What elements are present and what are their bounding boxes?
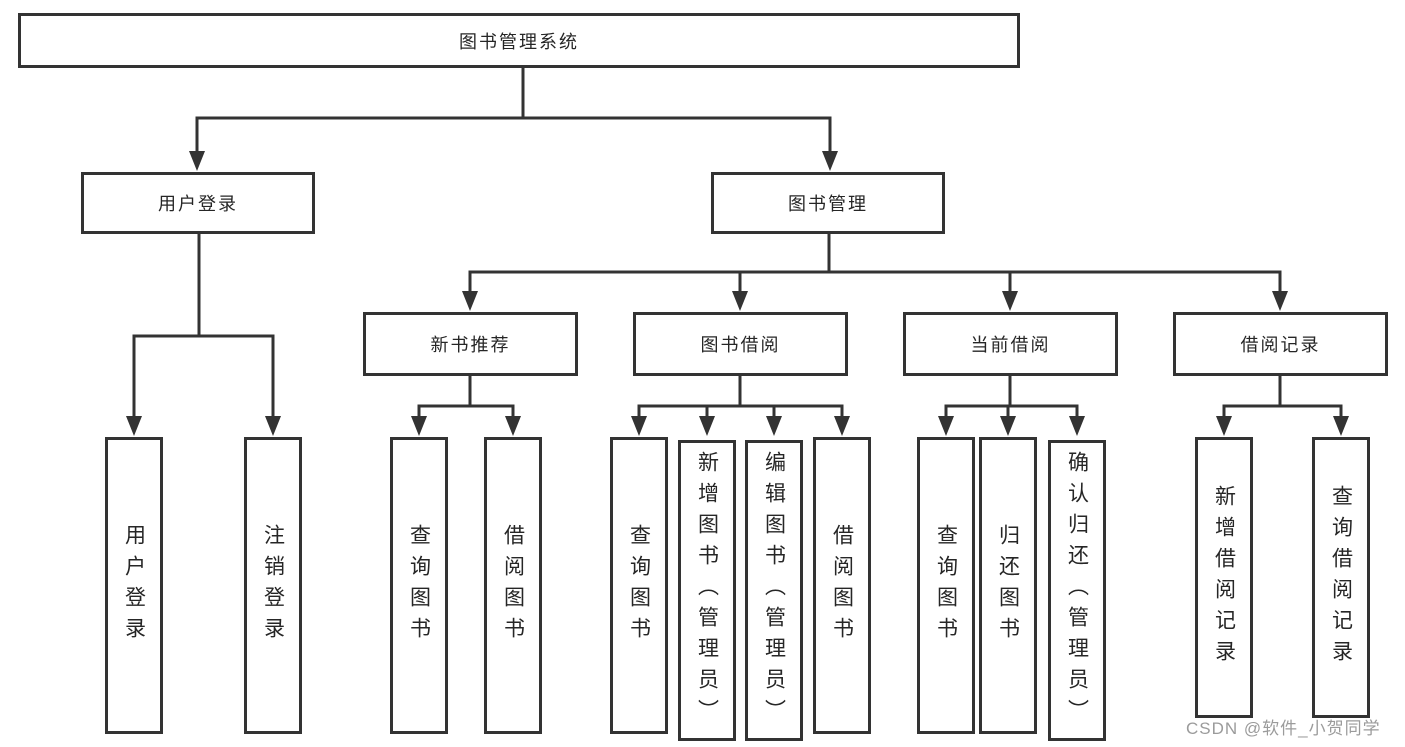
node-leaf-logout: 注销登录 xyxy=(244,437,302,734)
node-user-login: 用户登录 xyxy=(81,172,315,234)
node-borrowing-records-label: 借阅记录 xyxy=(1240,335,1321,355)
node-leaf-borrow-book-2: 借阅图书 xyxy=(813,437,871,734)
node-leaf-query-borrow-record: 查询借阅记录 xyxy=(1312,437,1370,718)
node-leaf-query-book-1: 查询图书 xyxy=(390,437,448,734)
node-leaf-confirm-return-admin-label: 确认归还（管理员） xyxy=(1065,451,1089,730)
node-book-borrowing: 图书借阅 xyxy=(633,312,848,376)
node-user-login-label: 用户登录 xyxy=(158,194,238,214)
node-new-book-recommend: 新书推荐 xyxy=(363,312,578,376)
node-leaf-confirm-return-admin: 确认归还（管理员） xyxy=(1048,440,1106,741)
node-book-borrowing-label: 图书借阅 xyxy=(700,335,781,355)
node-leaf-query-borrow-record-label: 查询借阅记录 xyxy=(1329,484,1353,671)
node-leaf-add-book-admin-label: 新增图书（管理员） xyxy=(695,451,719,730)
node-leaf-borrow-book-1: 借阅图书 xyxy=(484,437,542,734)
arrowheads xyxy=(126,151,1349,436)
node-leaf-query-book-3: 查询图书 xyxy=(917,437,975,734)
node-leaf-user-login-label: 用户登录 xyxy=(122,523,146,648)
node-book-management-label: 图书管理 xyxy=(788,194,868,214)
node-book-management: 图书管理 xyxy=(711,172,945,234)
node-root: 图书管理系统 xyxy=(18,13,1020,68)
node-leaf-query-book-2: 查询图书 xyxy=(610,437,668,734)
node-leaf-add-borrow-record-label: 新增借阅记录 xyxy=(1212,484,1236,671)
node-leaf-borrow-book-2-label: 借阅图书 xyxy=(830,523,854,648)
watermark: CSDN @软件_小贺同学 xyxy=(1186,719,1381,738)
node-leaf-return-book: 归还图书 xyxy=(979,437,1037,734)
node-leaf-user-login: 用户登录 xyxy=(105,437,163,734)
node-leaf-query-book-1-label: 查询图书 xyxy=(407,523,431,648)
node-leaf-query-book-2-label: 查询图书 xyxy=(627,523,651,648)
node-leaf-edit-book-admin-label: 编辑图书（管理员） xyxy=(762,451,786,730)
node-current-borrowing: 当前借阅 xyxy=(903,312,1118,376)
node-leaf-logout-label: 注销登录 xyxy=(261,523,285,648)
node-root-label: 图书管理系统 xyxy=(459,31,579,52)
node-leaf-return-book-label: 归还图书 xyxy=(996,523,1020,648)
node-leaf-borrow-book-1-label: 借阅图书 xyxy=(501,523,525,648)
node-current-borrowing-label: 当前借阅 xyxy=(970,335,1051,355)
node-leaf-query-book-3-label: 查询图书 xyxy=(934,523,958,648)
node-new-book-recommend-label: 新书推荐 xyxy=(430,335,511,355)
node-leaf-add-borrow-record: 新增借阅记录 xyxy=(1195,437,1253,718)
node-borrowing-records: 借阅记录 xyxy=(1173,312,1388,376)
node-leaf-edit-book-admin: 编辑图书（管理员） xyxy=(745,440,803,741)
node-leaf-add-book-admin: 新增图书（管理员） xyxy=(678,440,736,741)
